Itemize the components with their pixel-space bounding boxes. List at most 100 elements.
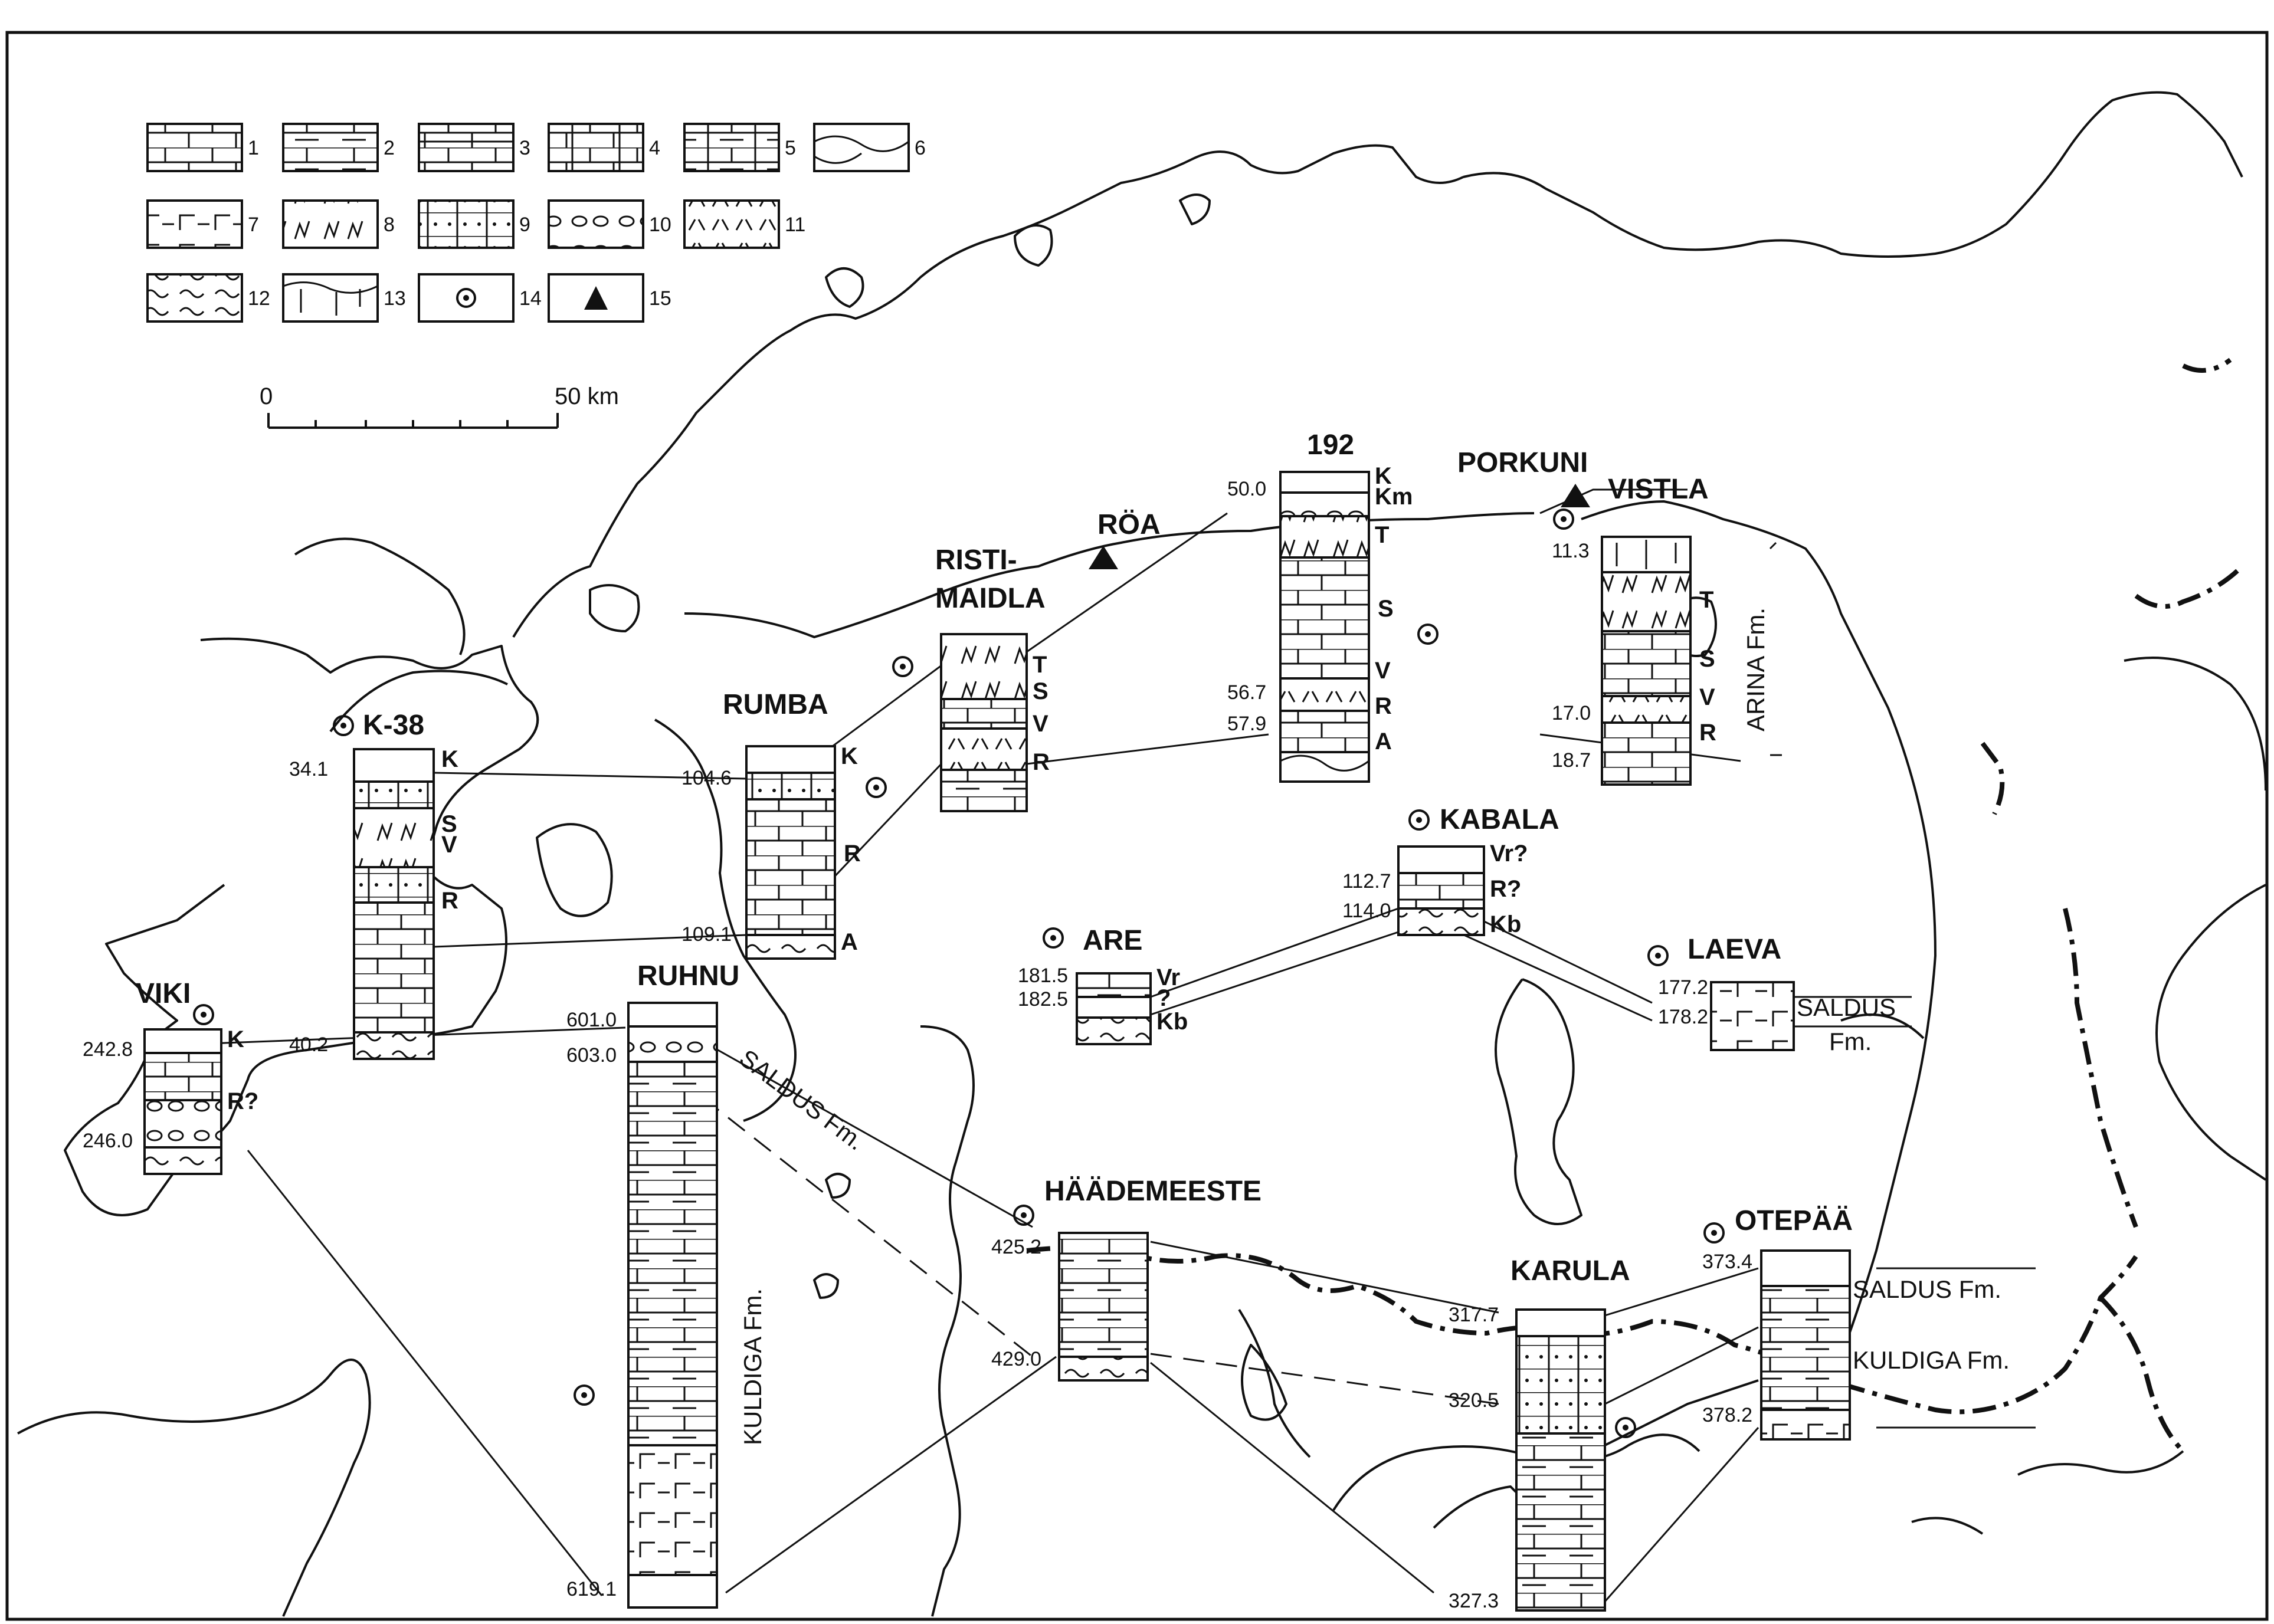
legend-item-15: 15 xyxy=(548,273,671,323)
svg-text:S: S xyxy=(1699,646,1715,672)
site-ruhnu: RUHNU 601.0 603.0 619.1 KULDIGA Fm. SALD… xyxy=(566,960,870,1609)
svg-text:RÖA: RÖA xyxy=(1097,509,1161,540)
site-laeva: LAEVA 177.2 178.2 SALDUS Fm. xyxy=(1647,934,1896,1055)
site-ristimaidla: RISTI- MAIDLA T S V R xyxy=(892,544,1050,812)
svg-text:A: A xyxy=(841,929,858,955)
svg-text:3: 3 xyxy=(519,137,530,159)
svg-text:112.7: 112.7 xyxy=(1342,870,1391,893)
svg-text:34.1: 34.1 xyxy=(289,758,328,780)
legend-item-12: 12 xyxy=(146,273,270,323)
svg-text:VIKI: VIKI xyxy=(136,978,191,1009)
site-otepaa: OTEPÄÄ 373.4 378.2 SALDUS Fm. KULDIGA Fm… xyxy=(1702,1205,2010,1441)
svg-text:619.1: 619.1 xyxy=(566,1578,617,1600)
site-are: ARE 181.5 182.5 Vr ? Kb xyxy=(1018,925,1188,1045)
svg-text:181.5: 181.5 xyxy=(1018,964,1068,987)
svg-text:40.2: 40.2 xyxy=(289,1034,328,1056)
map-frame xyxy=(5,31,2269,1621)
svg-text:Kb: Kb xyxy=(1490,911,1521,937)
svg-text:1: 1 xyxy=(248,137,259,159)
site-vistla: VISTLA 11.3 17.0 18.7 T S V R ARINA Fm. xyxy=(1552,474,1770,786)
svg-text:57.9: 57.9 xyxy=(1227,713,1266,735)
border-line xyxy=(1026,357,2244,1453)
legend-item-13: 13 xyxy=(282,273,406,323)
legend-item-4: 4 xyxy=(548,123,660,172)
svg-text:327.3: 327.3 xyxy=(1449,1590,1499,1612)
svg-text:K: K xyxy=(441,746,458,772)
svg-text:Vr: Vr xyxy=(1156,964,1180,990)
svg-text:V: V xyxy=(1375,658,1391,684)
svg-text:RUMBA: RUMBA xyxy=(723,689,828,720)
legend-item-7: 7 xyxy=(146,199,259,249)
svg-text:601.0: 601.0 xyxy=(566,1009,617,1031)
svg-text:378.2: 378.2 xyxy=(1702,1404,1752,1426)
svg-text:ARINA Fm.: ARINA Fm. xyxy=(1742,608,1770,731)
site-haademeeste: HÄÄDEMEESTE 425.2 429.0 xyxy=(991,1176,1261,1382)
svg-text:SALDUS Fm.: SALDUS Fm. xyxy=(1853,1275,2001,1303)
svg-text:4: 4 xyxy=(649,137,660,159)
site-roa: RÖA xyxy=(1089,509,1161,569)
svg-text:56.7: 56.7 xyxy=(1227,681,1266,704)
svg-text:7: 7 xyxy=(248,214,259,236)
legend-item-6: 6 xyxy=(813,123,926,172)
svg-text:6: 6 xyxy=(915,137,926,159)
svg-text:K-38: K-38 xyxy=(363,710,424,741)
svg-text:KABALA: KABALA xyxy=(1440,804,1559,835)
legend-item-1: 1 xyxy=(146,123,259,172)
legend-item-8: 8 xyxy=(282,199,395,249)
svg-text:K: K xyxy=(227,1026,244,1052)
svg-text:OTEPÄÄ: OTEPÄÄ xyxy=(1735,1205,1853,1236)
svg-text:Fm.: Fm. xyxy=(1829,1028,1872,1055)
svg-text:246.0: 246.0 xyxy=(83,1130,133,1152)
svg-text:425.2: 425.2 xyxy=(991,1236,1041,1258)
svg-text:LAEVA: LAEVA xyxy=(1688,934,1781,965)
svg-text:R: R xyxy=(1699,720,1716,746)
svg-text:14: 14 xyxy=(519,287,542,310)
svg-text:Vr?: Vr? xyxy=(1490,841,1528,867)
legend: 1 2 3 4 5 6 7 8 9 10 11 12 13 14 15 xyxy=(146,123,926,323)
svg-text:603.0: 603.0 xyxy=(566,1044,617,1067)
svg-text:S: S xyxy=(1378,596,1394,622)
svg-text:K: K xyxy=(1375,463,1392,489)
correlation-lines xyxy=(194,488,2036,1602)
svg-text:18.7: 18.7 xyxy=(1552,749,1591,772)
svg-text:R: R xyxy=(441,888,458,914)
svg-text:R?: R? xyxy=(227,1088,258,1114)
svg-text:S: S xyxy=(1033,678,1048,704)
svg-text:13: 13 xyxy=(384,287,406,310)
svg-text:104.6: 104.6 xyxy=(681,767,732,789)
site-rumba: RUMBA 104.6 109.1 K R A xyxy=(681,689,887,960)
svg-text:242.8: 242.8 xyxy=(83,1038,133,1061)
svg-text:11: 11 xyxy=(785,214,805,236)
svg-text:VISTLA: VISTLA xyxy=(1608,474,1709,505)
scale-bar: 0 50 km xyxy=(260,383,619,429)
svg-text:V: V xyxy=(1033,711,1048,737)
svg-text:0: 0 xyxy=(260,383,273,409)
svg-text:R?: R? xyxy=(1490,876,1521,902)
legend-item-3: 3 xyxy=(418,123,530,172)
site-k38: K-38 34.1 40.2 K S V R xyxy=(289,710,458,1060)
svg-text:V: V xyxy=(1699,684,1715,710)
svg-text:8: 8 xyxy=(384,214,395,236)
svg-text:T: T xyxy=(1033,652,1047,678)
legend-item-9: 9 xyxy=(418,199,530,249)
svg-text:KULDIGA Fm.: KULDIGA Fm. xyxy=(1853,1346,2010,1374)
svg-text:114.0: 114.0 xyxy=(1342,900,1391,922)
svg-text:10: 10 xyxy=(649,214,671,236)
svg-text:9: 9 xyxy=(519,214,530,236)
svg-text:50 km: 50 km xyxy=(555,383,619,409)
svg-text:5: 5 xyxy=(785,137,796,159)
svg-text:177.2: 177.2 xyxy=(1658,976,1708,999)
svg-text:RUHNU: RUHNU xyxy=(637,960,739,992)
legend-item-11: 11 xyxy=(683,199,805,249)
svg-text:T: T xyxy=(1699,587,1713,613)
svg-text:17.0: 17.0 xyxy=(1552,702,1591,724)
svg-text:KARULA: KARULA xyxy=(1510,1255,1630,1287)
svg-text:T: T xyxy=(1375,522,1389,548)
svg-text:50.0: 50.0 xyxy=(1227,478,1266,500)
site-karula: KARULA 317.7 320.5 327.3 xyxy=(1449,1255,1636,1612)
site-viki: VIKI 242.8 246.0 K R? xyxy=(83,978,258,1175)
svg-text:R: R xyxy=(1033,749,1050,775)
svg-text:SALDUS: SALDUS xyxy=(1797,993,1896,1021)
svg-text:373.4: 373.4 xyxy=(1702,1251,1752,1273)
svg-text:S: S xyxy=(441,811,457,837)
